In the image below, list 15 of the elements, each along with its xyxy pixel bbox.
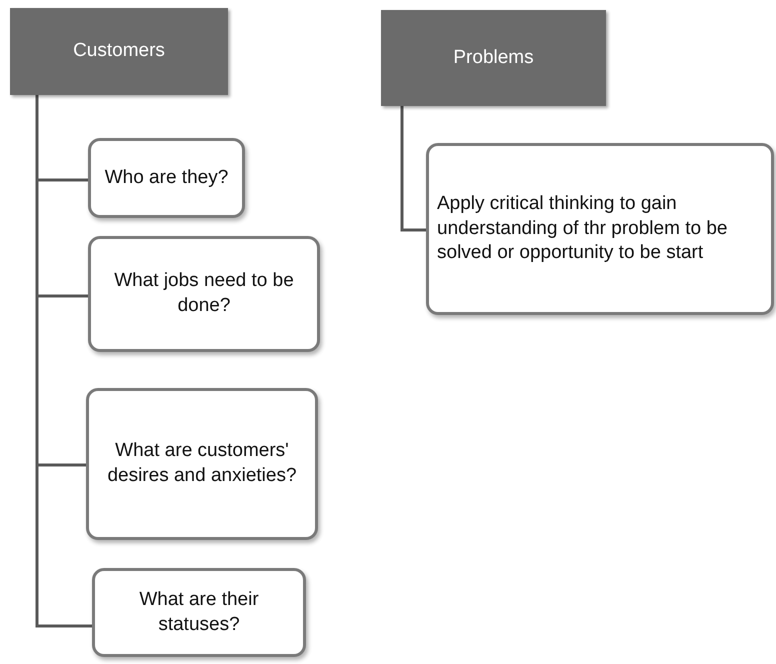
rounded-box bbox=[92, 568, 306, 657]
node-text: Problems bbox=[452, 46, 535, 70]
rounded-box bbox=[86, 388, 318, 540]
node-text: Customers bbox=[72, 39, 166, 64]
header-box bbox=[381, 10, 606, 106]
rounded-box bbox=[88, 236, 320, 352]
node-text: What are their statuses? bbox=[138, 588, 260, 636]
rounded-box bbox=[88, 138, 245, 218]
connector-line bbox=[400, 106, 426, 232]
rounded-box bbox=[426, 143, 774, 315]
header-box bbox=[10, 8, 228, 95]
node-text: What are customers' desires and anxieties? bbox=[106, 439, 298, 488]
node-text: Who are they? bbox=[104, 166, 230, 190]
node-text: What jobs need to be done? bbox=[113, 269, 295, 318]
node-text: Apply critical thinking to gain understanding of thr problem to be solved or opportunity to be start bbox=[437, 192, 728, 266]
